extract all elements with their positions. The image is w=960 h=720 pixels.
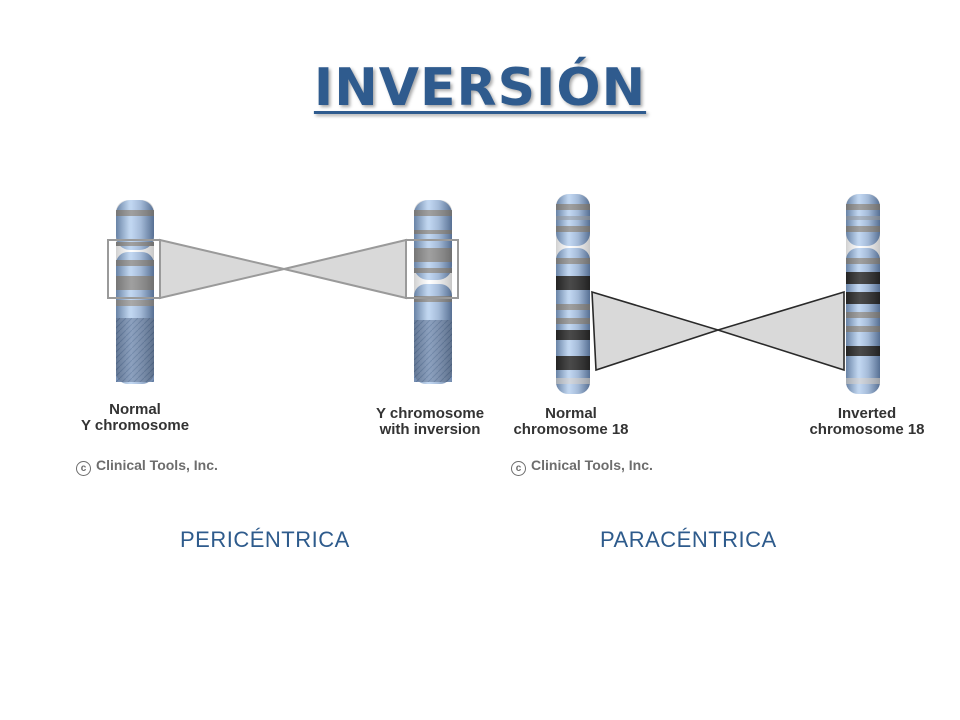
label-line: with inversion (379, 421, 481, 438)
paracentric-inversion-connector (591, 290, 845, 372)
copyright-left: c Clinical Tools, Inc. (76, 457, 218, 476)
inverted-chromosome-18 (846, 194, 880, 394)
inverted-18-label: Inverted chromosome 18 (792, 406, 942, 438)
inverted-y-chromosome (414, 200, 452, 384)
label-line: chromosome 18 (513, 421, 629, 438)
label-line: Inverted (837, 405, 897, 422)
pericentric-inversion-connector (107, 238, 459, 300)
copyright-right: c Clinical Tools, Inc. (511, 457, 653, 476)
label-line: Normal (545, 405, 597, 422)
caption-paracentric: PARACÉNTRICA (600, 527, 777, 552)
inverted-y-label: Y chromosome with inversion (355, 406, 505, 438)
label-line: Y chromosome (375, 405, 485, 422)
page-title: INVERSIÓN (313, 58, 647, 118)
copyright-icon: c (511, 461, 526, 476)
label-line: chromosome 18 (809, 421, 925, 438)
copyright-text: Clinical Tools, Inc. (531, 457, 653, 473)
normal-y-label: Normal Y chromosome (60, 402, 210, 434)
normal-y-chromosome (116, 200, 154, 384)
label-line: Normal (109, 401, 161, 418)
normal-18-label: Normal chromosome 18 (496, 406, 646, 438)
caption-pericentric: PERICÉNTRICA (180, 527, 350, 552)
copyright-icon: c (76, 461, 91, 476)
label-line: Y chromosome (80, 417, 190, 434)
copyright-text: Clinical Tools, Inc. (96, 457, 218, 473)
normal-chromosome-18 (556, 194, 590, 394)
